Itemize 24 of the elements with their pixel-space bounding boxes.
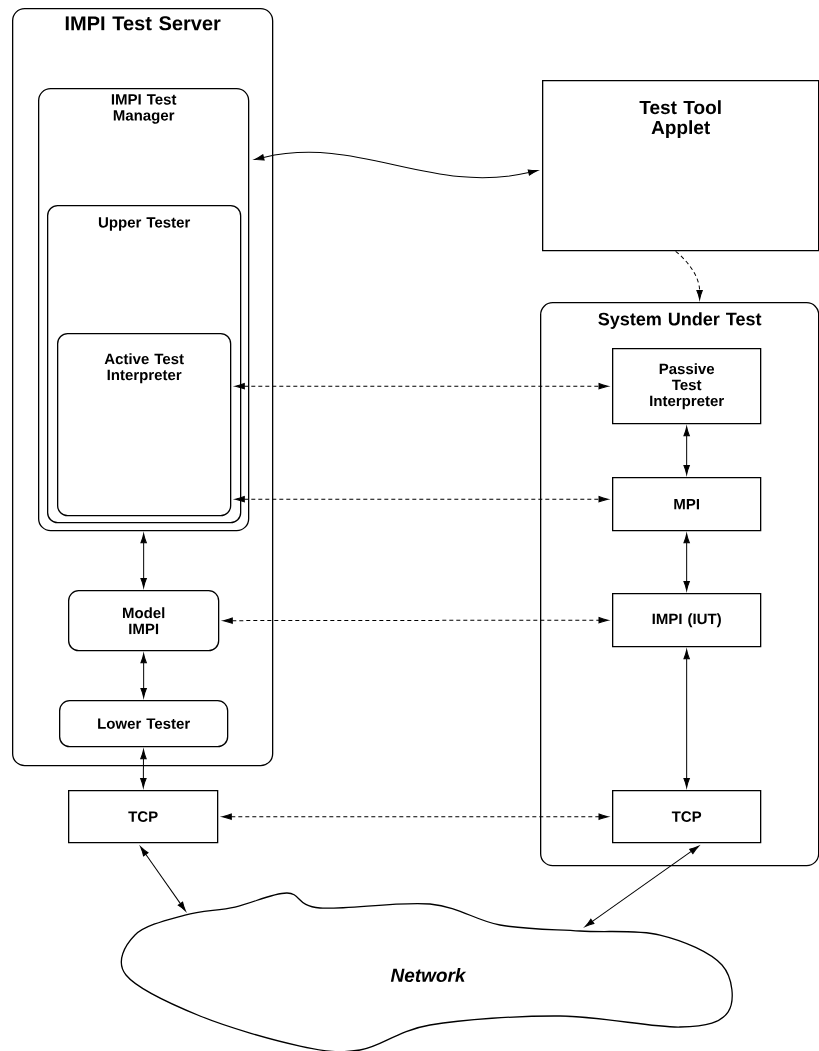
arrow	[234, 495, 609, 503]
arrow	[683, 649, 690, 788]
arrow	[140, 749, 147, 788]
arrow	[221, 813, 609, 820]
arrow	[683, 533, 690, 591]
network-cloud: Network	[120, 892, 733, 1051]
process-box: Active Test Interpreter	[57, 333, 232, 517]
arrow	[584, 845, 699, 927]
process-box: TCP	[68, 790, 219, 844]
arrow	[675, 250, 703, 300]
process-box: Model IMPI	[68, 590, 220, 652]
arrow	[140, 533, 147, 588]
process-box: IMPI (IUT)	[612, 593, 762, 648]
process-box: MPI	[612, 477, 762, 532]
arrow	[234, 382, 609, 390]
arrow	[683, 426, 690, 475]
arrow	[254, 151, 538, 179]
process-box: Test Tool Applet	[542, 80, 819, 252]
process-box: TCP	[612, 790, 762, 844]
arrow	[140, 846, 186, 912]
arrow	[140, 653, 147, 698]
arrow	[222, 616, 609, 624]
process-box: Passive Test Interpreter	[612, 348, 762, 425]
process-box: Lower Tester	[59, 700, 229, 748]
